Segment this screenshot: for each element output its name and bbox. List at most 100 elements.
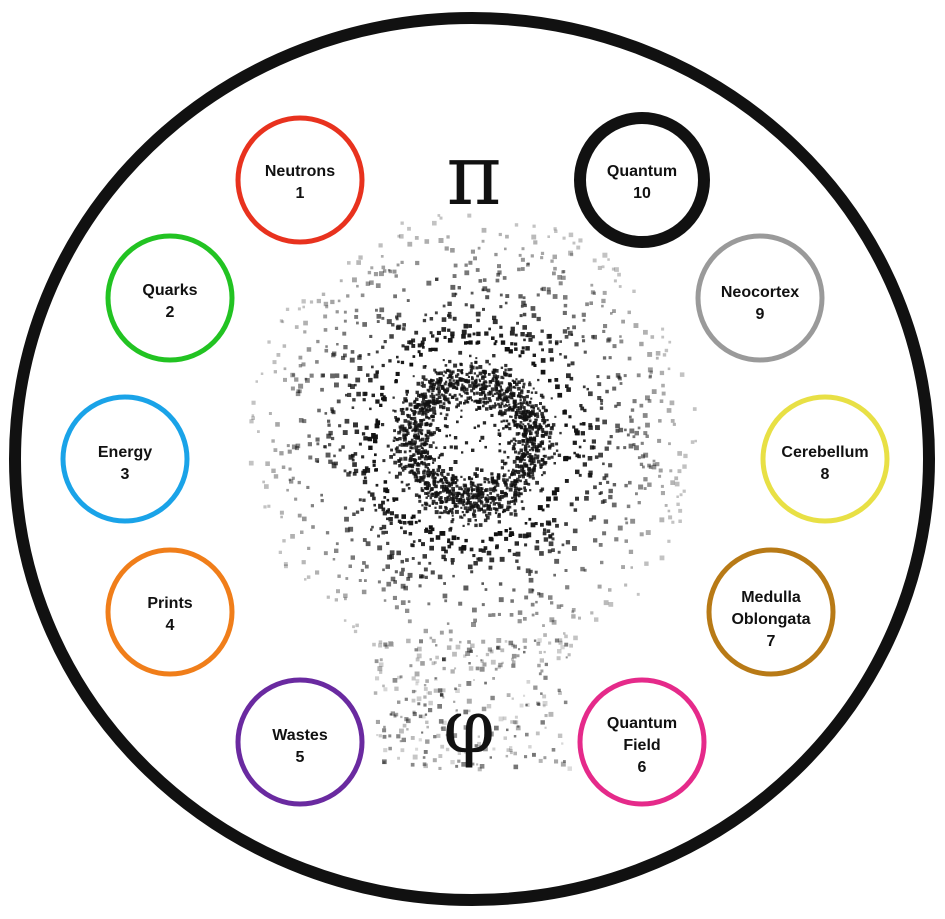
particle-dot (456, 369, 460, 372)
particle-dot (400, 442, 405, 447)
particle-dot (296, 389, 300, 393)
particle-dot (493, 342, 497, 346)
particle-dot (378, 662, 384, 667)
particle-dot (492, 404, 496, 409)
particle-dot (356, 391, 361, 397)
particle-dot (418, 478, 421, 482)
particle-dot (408, 520, 414, 526)
particle-dot (428, 525, 433, 530)
particle-dot (375, 308, 378, 312)
particle-dot (441, 469, 446, 473)
particle-dot (505, 754, 509, 758)
particle-dot (471, 481, 475, 485)
particle-dot (554, 558, 560, 564)
particle-dot (516, 654, 520, 658)
particle-dot (526, 680, 531, 684)
particle-dot (499, 333, 504, 338)
particle-dot (519, 394, 523, 398)
particle-dot (552, 271, 556, 276)
particle-dot (251, 416, 255, 420)
particle-dot (306, 347, 312, 352)
particle-dot (414, 671, 420, 677)
particle-dot (467, 735, 470, 739)
particle-dot (528, 745, 532, 749)
particle-dot (477, 503, 480, 506)
node-quantum-field: Quantum Field 6 (577, 677, 707, 807)
particle-dot (381, 397, 384, 401)
particle-dot (410, 762, 415, 767)
particle-dot (323, 445, 326, 448)
particle-dot (606, 375, 611, 379)
particle-dot (632, 435, 636, 439)
particle-dot (381, 507, 386, 512)
particle-dot (539, 464, 543, 469)
particle-dot (428, 471, 433, 475)
particle-dot (453, 445, 458, 450)
node-label: Energy (98, 444, 152, 461)
phi-symbol: φ (443, 684, 495, 770)
particle-dot (248, 460, 254, 466)
particle-dot (417, 445, 420, 448)
particle-dot (554, 229, 558, 233)
particle-dot (488, 391, 493, 395)
particle-dot (460, 506, 463, 509)
particle-dot (421, 375, 426, 380)
particle-dot (523, 645, 527, 649)
particle-dot (441, 317, 447, 322)
particle-dot (470, 505, 474, 510)
particle-dot (477, 405, 481, 410)
particle-dot (648, 465, 653, 469)
particle-dot (497, 520, 501, 524)
particle-dot (539, 393, 544, 398)
particle-dot (502, 716, 507, 721)
particle-dot (514, 386, 517, 389)
particle-dot (463, 709, 469, 715)
particle-dot (347, 261, 351, 265)
particle-dot (503, 412, 507, 415)
particle-dot (421, 542, 425, 547)
particle-dot (679, 372, 685, 377)
particle-dot (520, 500, 524, 503)
particle-dot (546, 419, 549, 422)
particle-dot (482, 397, 485, 400)
particle-dot (461, 329, 467, 335)
particle-dot (408, 423, 412, 426)
particle-dot (467, 506, 472, 511)
particle-dot (499, 504, 504, 508)
particle-dot (402, 434, 407, 439)
particle-dot (523, 617, 527, 621)
particle-dot (511, 408, 515, 412)
particle-dot (351, 458, 355, 462)
particle-dot (465, 491, 469, 495)
particle-dot (442, 666, 446, 671)
particle-dot (502, 392, 506, 396)
particle-dot (353, 468, 359, 474)
particle-dot (514, 486, 518, 490)
particle-dot (423, 456, 428, 461)
particle-dot (571, 314, 576, 319)
particle-dot (473, 618, 477, 623)
particle-dot (399, 740, 402, 743)
particle-dot (429, 496, 433, 500)
particle-dot (414, 445, 419, 450)
particle-dot (458, 401, 462, 405)
particle-dot (393, 436, 396, 440)
particle-dot (573, 508, 578, 512)
particle-dot (446, 407, 450, 412)
particle-dot (500, 490, 504, 494)
particle-dot (460, 550, 464, 554)
particle-dot (425, 455, 428, 458)
particle-dot (505, 478, 509, 482)
particle-dot (473, 256, 477, 261)
particle-dot (386, 541, 390, 545)
particle-dot (343, 469, 347, 473)
particle-dot (414, 330, 419, 335)
particle-dot (512, 421, 515, 424)
particle-dot (462, 524, 465, 527)
particle-dot (527, 455, 530, 458)
particle-dot (294, 325, 299, 329)
particle-dot (520, 468, 524, 473)
particle-dot (404, 399, 408, 403)
particle-dot (386, 581, 392, 587)
particle-dot (519, 703, 524, 708)
